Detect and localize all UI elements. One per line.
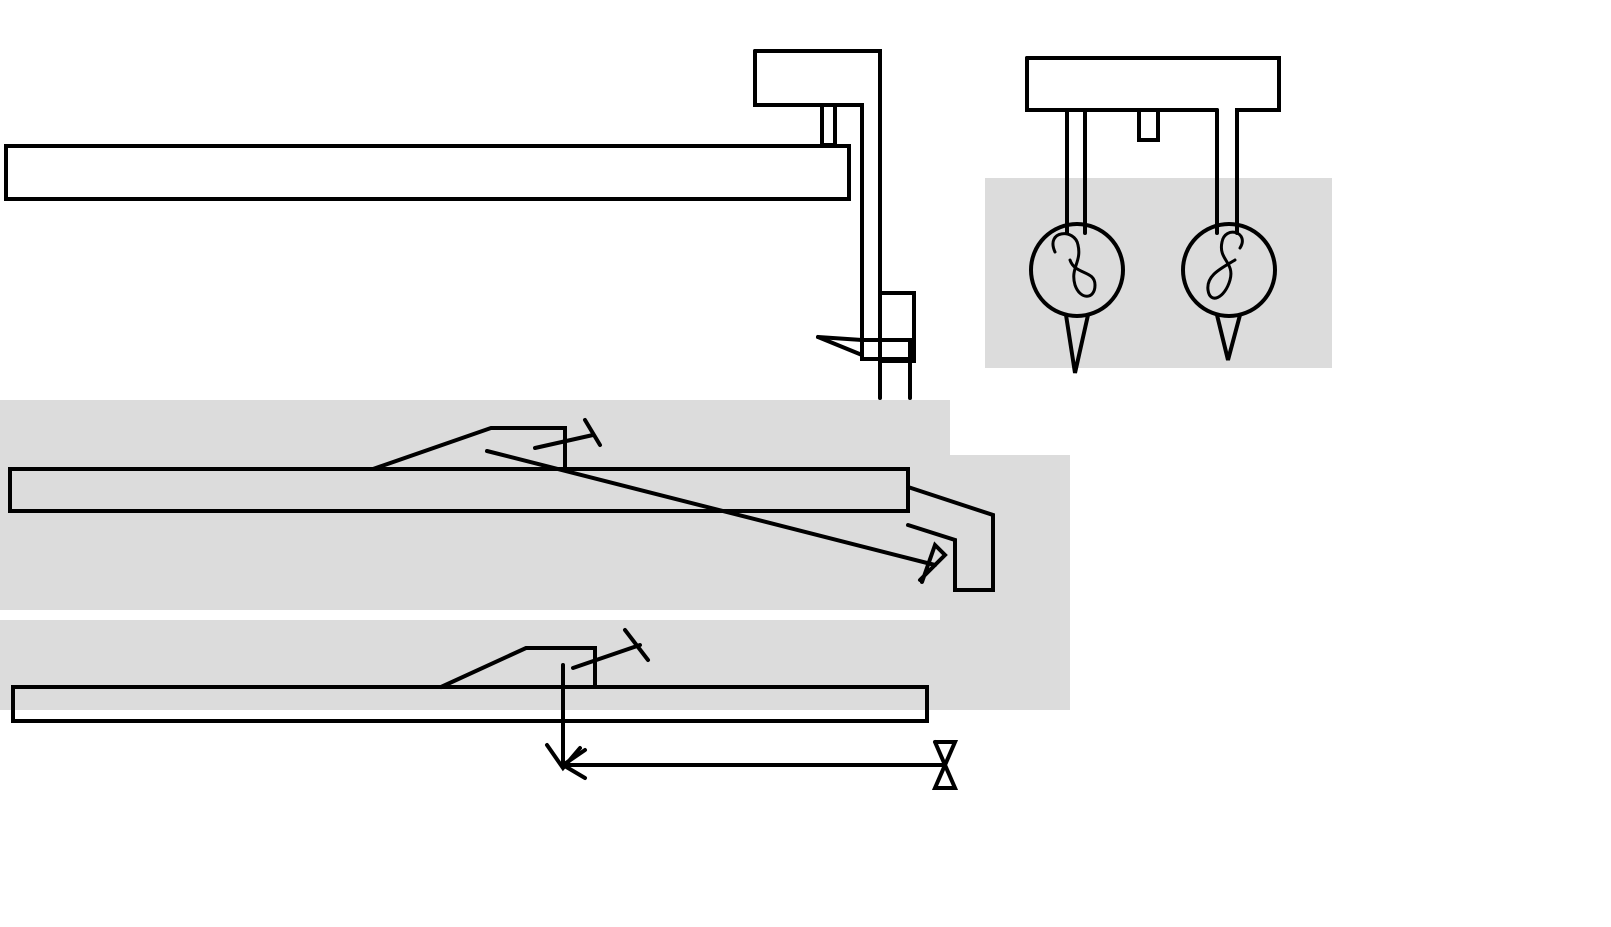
clamp-front-body <box>1025 56 1281 235</box>
shade-regions <box>0 178 1332 710</box>
scriber-vertical-handle <box>571 643 642 670</box>
clamp-side-pointer <box>816 335 912 361</box>
clamp-front-tab <box>1137 108 1160 142</box>
dimension-arrow-left <box>559 748 587 780</box>
clamp-side-outline <box>753 49 882 400</box>
scriber-vertical-arm <box>439 646 597 689</box>
scriber-vertical <box>439 628 650 772</box>
clamp-side-jaw <box>753 49 912 400</box>
scriber-angled <box>371 418 995 592</box>
scriber-angled-rod <box>485 449 937 567</box>
dial-right <box>1181 222 1277 318</box>
shade-middle-right-ext <box>940 455 1070 710</box>
dimension-line <box>559 740 959 790</box>
bar-top <box>4 144 851 201</box>
needle-right <box>1215 313 1242 361</box>
clamp-front-body-left <box>1025 56 1087 235</box>
shade-right-panel <box>985 178 1332 368</box>
clamp-side-pin <box>820 103 837 147</box>
bar-middle <box>8 467 910 513</box>
scriber-angled-arm <box>371 426 567 471</box>
scriber-vertical-handle-cap <box>623 628 650 662</box>
dial-left <box>1029 222 1125 318</box>
dimension-stop-right <box>931 740 959 790</box>
dial-right-swirl <box>1206 230 1244 300</box>
bar-bottom <box>11 685 929 723</box>
clamp-front-view <box>1025 56 1281 374</box>
clamp-side-pointer-tip <box>816 335 864 357</box>
scriber-angled-handle <box>533 433 595 450</box>
scriber-angled-tip <box>918 541 948 584</box>
scriber-angled-handle-cap <box>583 418 602 447</box>
bar-middle-bracket <box>906 485 995 592</box>
needle-left <box>1064 313 1090 374</box>
dial-left-swirl <box>1051 232 1097 298</box>
scriber-vertical-tip <box>545 743 582 772</box>
shade-bottom-band <box>0 620 955 710</box>
clamp-side-view <box>753 49 916 400</box>
